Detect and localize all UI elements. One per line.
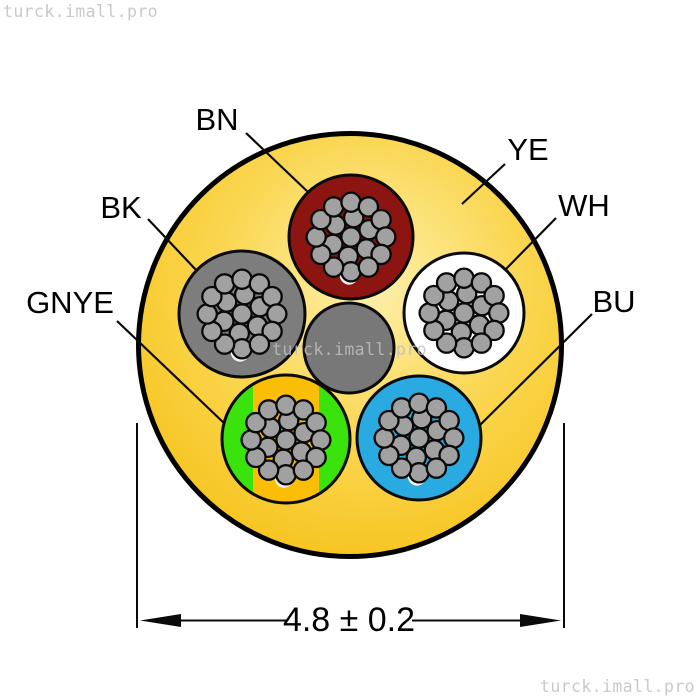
strands-wh — [418, 267, 510, 361]
leader-bu — [479, 313, 593, 426]
label-bk: BK — [100, 190, 142, 225]
label-wh: WH — [558, 188, 610, 223]
leader-bn — [245, 132, 309, 193]
leader-ye — [461, 163, 506, 205]
label-gnye: GNYE — [26, 285, 114, 320]
strands-bn — [305, 191, 397, 285]
arrowhead-left-icon — [140, 614, 181, 627]
leader-wh — [504, 217, 557, 271]
arrowhead-right-icon — [520, 614, 561, 627]
dimension-callout: 4.8 ± 0.2 — [136, 423, 565, 639]
filler-circle — [302, 301, 396, 395]
label-bn: BN — [195, 102, 238, 137]
dimension-value: 4.8 ± 0.2 — [283, 601, 415, 639]
strands-gnye — [240, 394, 332, 488]
label-ye: YE — [507, 132, 548, 167]
strands-bu — [373, 392, 465, 486]
label-bu: BU — [592, 284, 635, 319]
leader-bk — [147, 218, 198, 272]
strands-bk — [196, 268, 288, 362]
leader-gnye — [116, 320, 226, 425]
